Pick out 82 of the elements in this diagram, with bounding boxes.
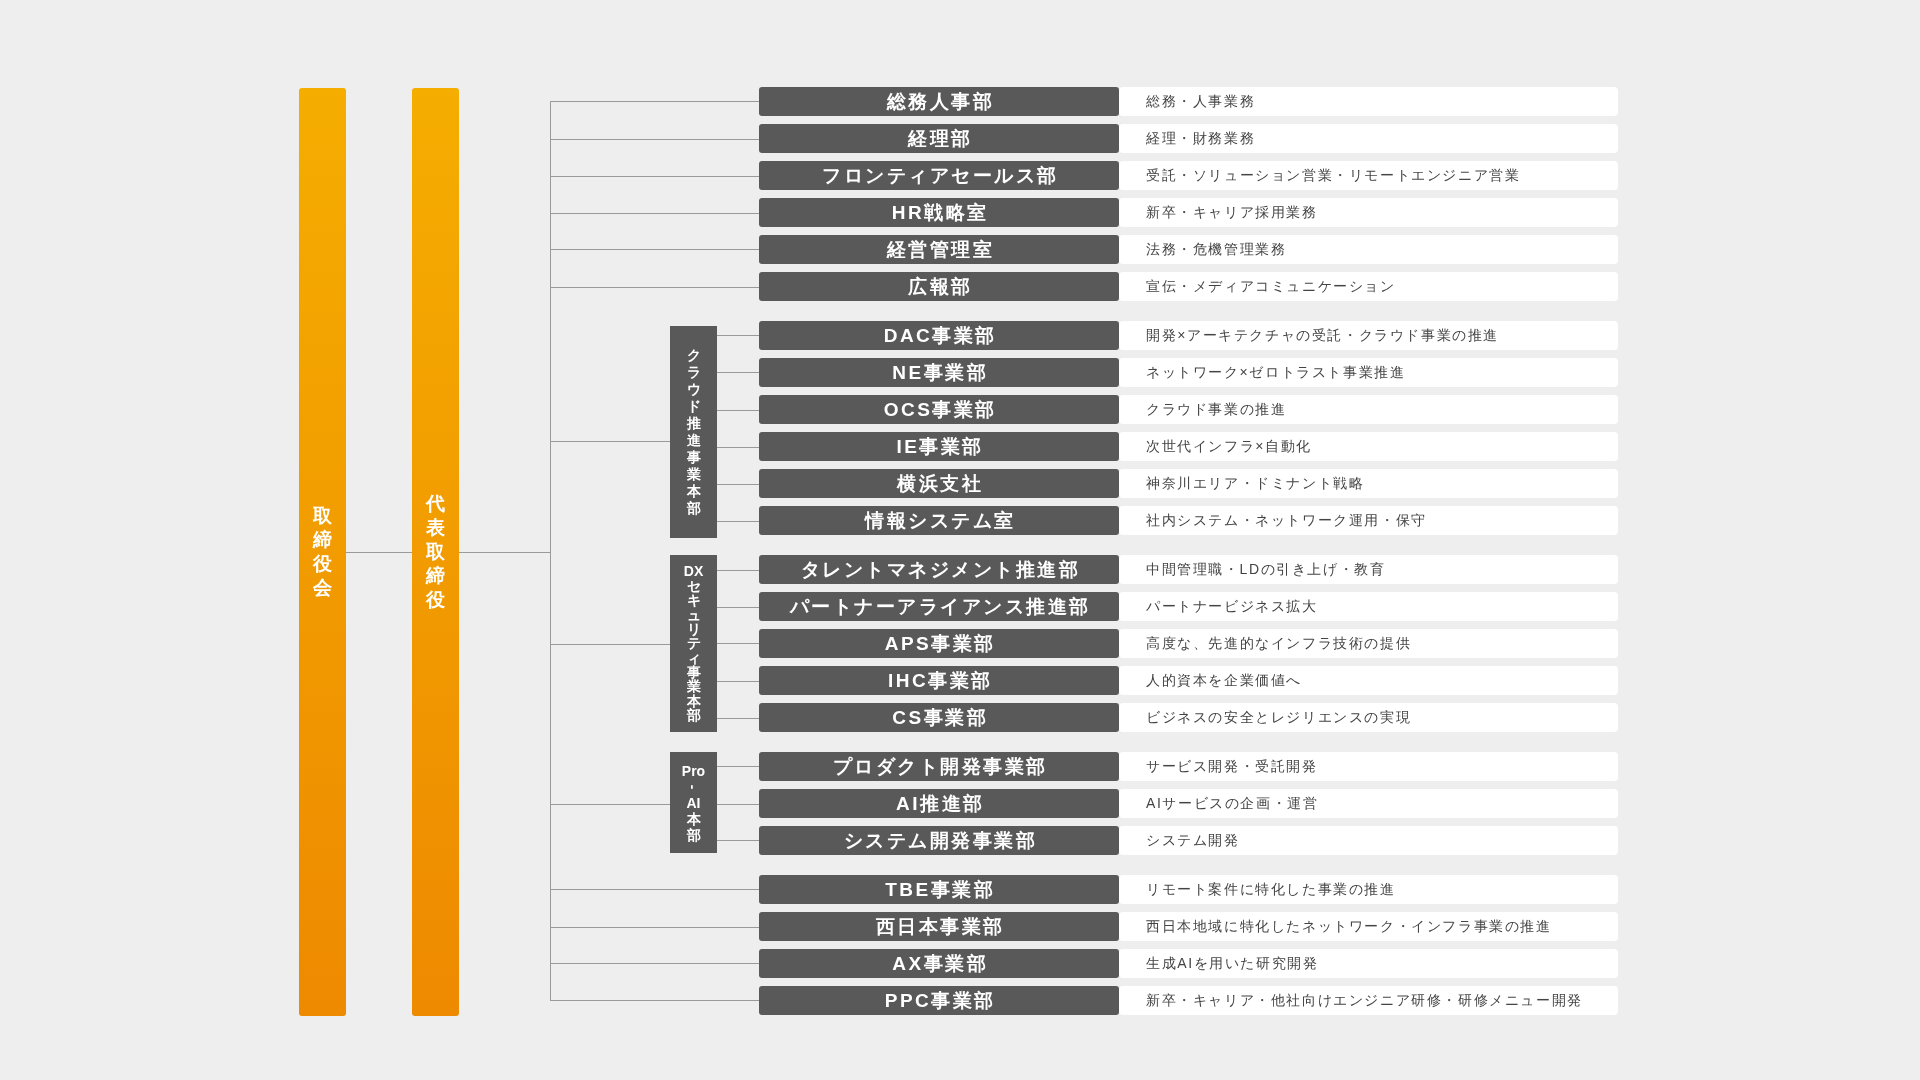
connector-line [550, 963, 760, 964]
department-box: TBE事業部 [759, 875, 1119, 904]
department-box: プロダクト開発事業部 [759, 752, 1119, 781]
department-box: システム開発事業部 [759, 826, 1119, 855]
department-box: DAC事業部 [759, 321, 1119, 350]
connector-line [716, 718, 760, 719]
description-box: サービス開発・受託開発 [1119, 752, 1618, 781]
department-box: IHC事業部 [759, 666, 1119, 695]
department-box: NE事業部 [759, 358, 1119, 387]
description-box: 新卒・キャリア採用業務 [1119, 198, 1618, 227]
label-bar: 取締役会 [299, 88, 346, 1016]
connector-line [550, 101, 760, 102]
department-box: フロンティアセールス部 [759, 161, 1119, 190]
connector-line [550, 287, 760, 288]
description-box: 新卒・キャリア・他社向けエンジニア研修・研修メニュー開発 [1119, 986, 1618, 1015]
description-box: システム開発 [1119, 826, 1618, 855]
connector-line [716, 410, 760, 411]
department-box: 情報システム室 [759, 506, 1119, 535]
department-box: 広報部 [759, 272, 1119, 301]
description-box: ビジネスの安全とレジリエンスの実現 [1119, 703, 1618, 732]
description-box: 受託・ソリューション営業・リモートエンジニア営業 [1119, 161, 1618, 190]
description-box: 神奈川エリア・ドミナント戦略 [1119, 469, 1618, 498]
description-box: 西日本地域に特化したネットワーク・インフラ事業の推進 [1119, 912, 1618, 941]
connector-line [716, 681, 760, 682]
description-box: AIサービスの企画・運営 [1119, 789, 1618, 818]
connector-line [550, 139, 760, 140]
description-box: 社内システム・ネットワーク運用・保守 [1119, 506, 1618, 535]
department-box: AI推進部 [759, 789, 1119, 818]
description-box: 経理・財務業務 [1119, 124, 1618, 153]
connector-line [716, 521, 760, 522]
description-box: 中間管理職・LDの引き上げ・教育 [1119, 555, 1618, 584]
connector-line [550, 213, 760, 214]
department-box: パートナーアライアンス推進部 [759, 592, 1119, 621]
connector-line [550, 644, 671, 645]
description-box: 人的資本を企業価値へ [1119, 666, 1618, 695]
connector-line [716, 840, 760, 841]
connector-line [550, 889, 760, 890]
description-box: 次世代インフラ×自動化 [1119, 432, 1618, 461]
connector-line [345, 552, 413, 553]
connector-line [550, 804, 671, 805]
description-box: クラウド事業の推進 [1119, 395, 1618, 424]
description-box: ネットワーク×ゼロトラスト事業推進 [1119, 358, 1618, 387]
department-box: HR戦略室 [759, 198, 1119, 227]
department-box: 西日本事業部 [759, 912, 1119, 941]
connector-line [716, 372, 760, 373]
connector-line [716, 484, 760, 485]
department-box: AX事業部 [759, 949, 1119, 978]
division-box: Pro-AI本部 [670, 752, 717, 853]
description-box: リモート案件に特化した事業の推進 [1119, 875, 1618, 904]
connector-line [716, 607, 760, 608]
description-box: パートナービジネス拡大 [1119, 592, 1618, 621]
department-box: 総務人事部 [759, 87, 1119, 116]
connector-line [716, 570, 760, 571]
department-box: 横浜支社 [759, 469, 1119, 498]
department-box: 経理部 [759, 124, 1119, 153]
connector-line [716, 335, 760, 336]
connector-line [716, 766, 760, 767]
connector-line [550, 176, 760, 177]
connector-line [550, 1000, 760, 1001]
connector-line [716, 804, 760, 805]
description-box: 宣伝・メディアコミュニケーション [1119, 272, 1618, 301]
connector-line [716, 447, 760, 448]
department-box: タレントマネジメント推進部 [759, 555, 1119, 584]
connector-line [550, 441, 671, 442]
description-box: 開発×アーキテクチャの受託・クラウド事業の推進 [1119, 321, 1618, 350]
department-box: IE事業部 [759, 432, 1119, 461]
connector-line [550, 249, 760, 250]
department-box: CS事業部 [759, 703, 1119, 732]
division-box: クラウド推進事業本部 [670, 326, 717, 538]
department-box: 経営管理室 [759, 235, 1119, 264]
description-box: 総務・人事業務 [1119, 87, 1618, 116]
connector-line [458, 100, 551, 1002]
department-box: OCS事業部 [759, 395, 1119, 424]
description-box: 高度な、先進的なインフラ技術の提供 [1119, 629, 1618, 658]
description-box: 法務・危機管理業務 [1119, 235, 1618, 264]
label-bar: 代表取締役 [412, 88, 459, 1016]
connector-line [550, 927, 760, 928]
description-box: 生成AIを用いた研究開発 [1119, 949, 1618, 978]
division-box: DXセキュリティ事業本部 [670, 555, 717, 732]
department-box: APS事業部 [759, 629, 1119, 658]
connector-line [716, 643, 760, 644]
department-box: PPC事業部 [759, 986, 1119, 1015]
